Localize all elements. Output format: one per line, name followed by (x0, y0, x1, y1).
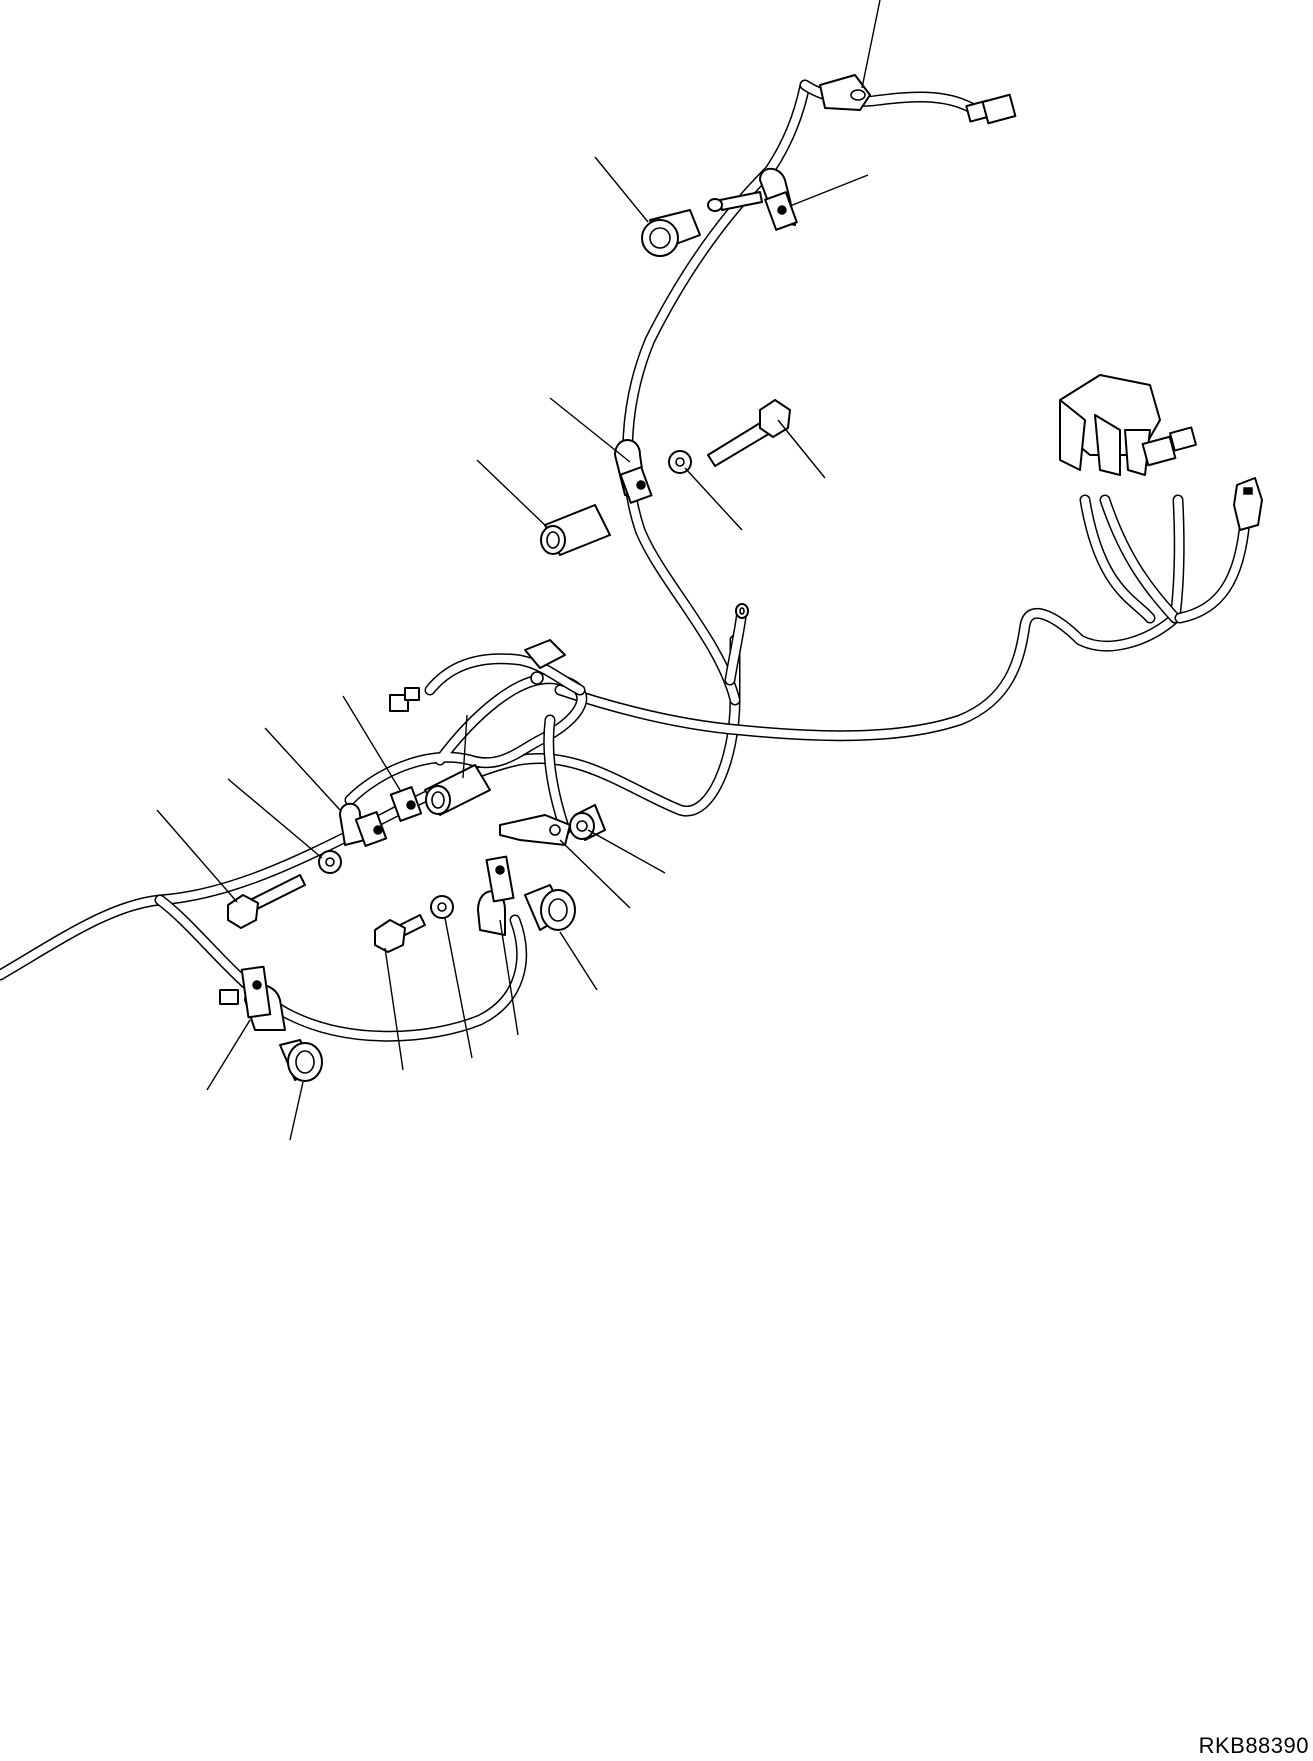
clamp-middle (614, 439, 653, 504)
ring-terminal-small (707, 191, 763, 212)
leader-line (684, 467, 743, 531)
leader-line (476, 459, 549, 529)
spacer-small (569, 804, 606, 841)
small-connector-left (389, 694, 409, 712)
clamp-lower-left-2 (339, 802, 388, 847)
washer-middle (668, 450, 692, 474)
leader-line (227, 778, 323, 859)
leader-line (587, 829, 666, 874)
clamp-lower-middle (477, 855, 515, 936)
leader-line (444, 917, 473, 1059)
cut-wire-end (735, 603, 749, 619)
leader-line (156, 809, 238, 903)
spacer-tube-middle (540, 504, 611, 556)
clamp-lower-left-1 (389, 786, 423, 822)
leader-line (462, 714, 468, 779)
clamp-bottom-left (240, 965, 286, 1031)
small-connector-bottom (219, 989, 239, 1005)
ring-terminal-top (819, 74, 871, 111)
leader-lines (156, 0, 881, 1141)
grommet-top (641, 209, 701, 257)
leader-line (777, 419, 826, 479)
small-connector-right (1233, 477, 1263, 531)
wire-harness (0, 79, 1251, 1042)
grommet-bottom (279, 1039, 323, 1082)
leader-line (384, 947, 404, 1071)
leader-line (559, 931, 598, 991)
leader-line (499, 919, 519, 1036)
leader-line (789, 174, 869, 207)
leader-line (594, 156, 649, 223)
leader-line (206, 1019, 251, 1091)
leader-line (342, 695, 401, 791)
leader-line (264, 727, 341, 811)
top-connector (965, 93, 1017, 125)
bolt-lower-middle (374, 914, 426, 953)
spacer-tube-lower (424, 764, 491, 816)
leader-line (289, 1081, 304, 1141)
terminal-upper (524, 639, 566, 685)
bolt-lower-left (227, 874, 306, 929)
washer-lower-middle (430, 895, 454, 919)
leader-line (861, 0, 881, 89)
leader-line (559, 839, 631, 909)
drawing-reference-code: RKB88390 (1198, 1733, 1309, 1758)
small-connector-left-2 (404, 687, 420, 701)
clamp-top (759, 167, 798, 231)
grommet-lower-right (524, 884, 576, 931)
bolt-middle (707, 399, 791, 467)
leader-line (549, 397, 631, 463)
relay-connector-block (1059, 374, 1197, 476)
washer-lower-left (318, 850, 342, 874)
